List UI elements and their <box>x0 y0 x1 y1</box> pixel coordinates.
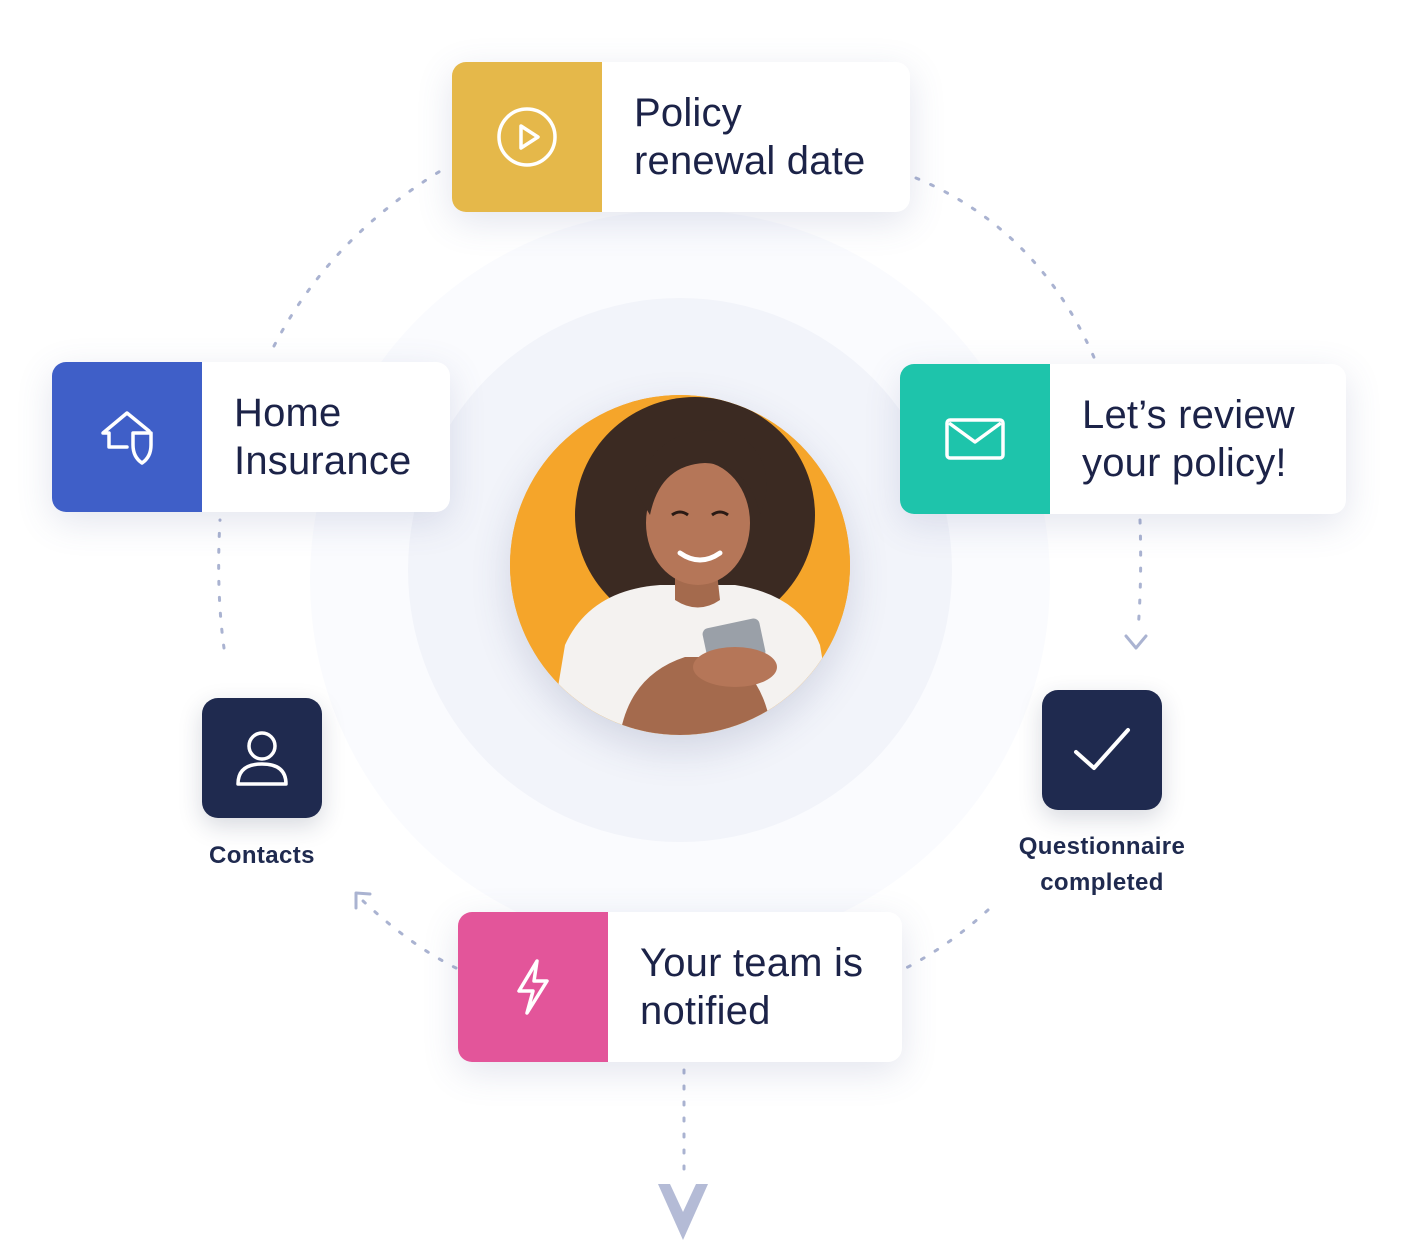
card-review-policy-line1: Let’s review <box>1082 393 1295 437</box>
arrowhead-questionnaire <box>1124 634 1148 650</box>
card-policy-renewal-line2: renewal date <box>634 139 866 183</box>
questionnaire-line2: completed <box>1040 869 1164 896</box>
contacts-label: Contacts <box>209 842 315 869</box>
connector-policy-to-review <box>914 176 1098 364</box>
questionnaire-line1: Questionnaire <box>1018 833 1186 860</box>
tile-policy-renewal <box>452 62 602 212</box>
card-review-policy-label: Let’s review your policy! <box>1050 364 1346 514</box>
connector-contacts-to-home <box>217 518 226 650</box>
card-team-notified[interactable]: Your team is notified <box>458 912 902 1062</box>
tile-home-insurance <box>52 362 202 512</box>
card-policy-renewal-label: Policy renewal date <box>602 62 910 212</box>
contacts-caption: Contacts <box>192 838 332 874</box>
connector-questionnaire-to-team <box>904 908 990 970</box>
connector-review-to-questionnaire <box>1136 518 1143 632</box>
contacts-badge[interactable] <box>202 698 322 818</box>
play-circle-icon <box>497 107 557 167</box>
card-home-insurance-line2: Insurance <box>234 439 412 483</box>
questionnaire-caption: Questionnaire completed <box>992 829 1212 901</box>
person-icon <box>236 731 288 786</box>
tile-review-policy <box>900 364 1050 514</box>
envelope-icon <box>945 418 1005 460</box>
house-shield-icon <box>101 411 153 465</box>
card-team-notified-line2: notified <box>640 989 771 1033</box>
tile-team-notified <box>458 912 608 1062</box>
arrowhead-contacts <box>354 891 372 910</box>
checkmark-icon <box>1074 728 1130 770</box>
card-team-notified-line1: Your team is <box>640 941 864 985</box>
lightning-icon <box>517 959 549 1015</box>
card-home-insurance-label: Home Insurance <box>202 362 450 512</box>
card-review-policy[interactable]: Let’s review your policy! <box>900 364 1346 514</box>
woman-with-phone-avatar <box>510 395 850 735</box>
card-policy-renewal[interactable]: Policy renewal date <box>452 62 910 212</box>
card-policy-renewal-line1: Policy <box>634 91 742 135</box>
card-review-policy-line2: your policy! <box>1082 441 1287 485</box>
card-home-insurance[interactable]: Home Insurance <box>52 362 450 512</box>
card-team-notified-label: Your team is notified <box>608 912 902 1062</box>
questionnaire-badge[interactable] <box>1042 690 1162 810</box>
connector-team-to-contacts <box>360 898 458 970</box>
connector-home-to-policy <box>272 168 444 348</box>
card-home-insurance-line1: Home <box>234 391 342 435</box>
